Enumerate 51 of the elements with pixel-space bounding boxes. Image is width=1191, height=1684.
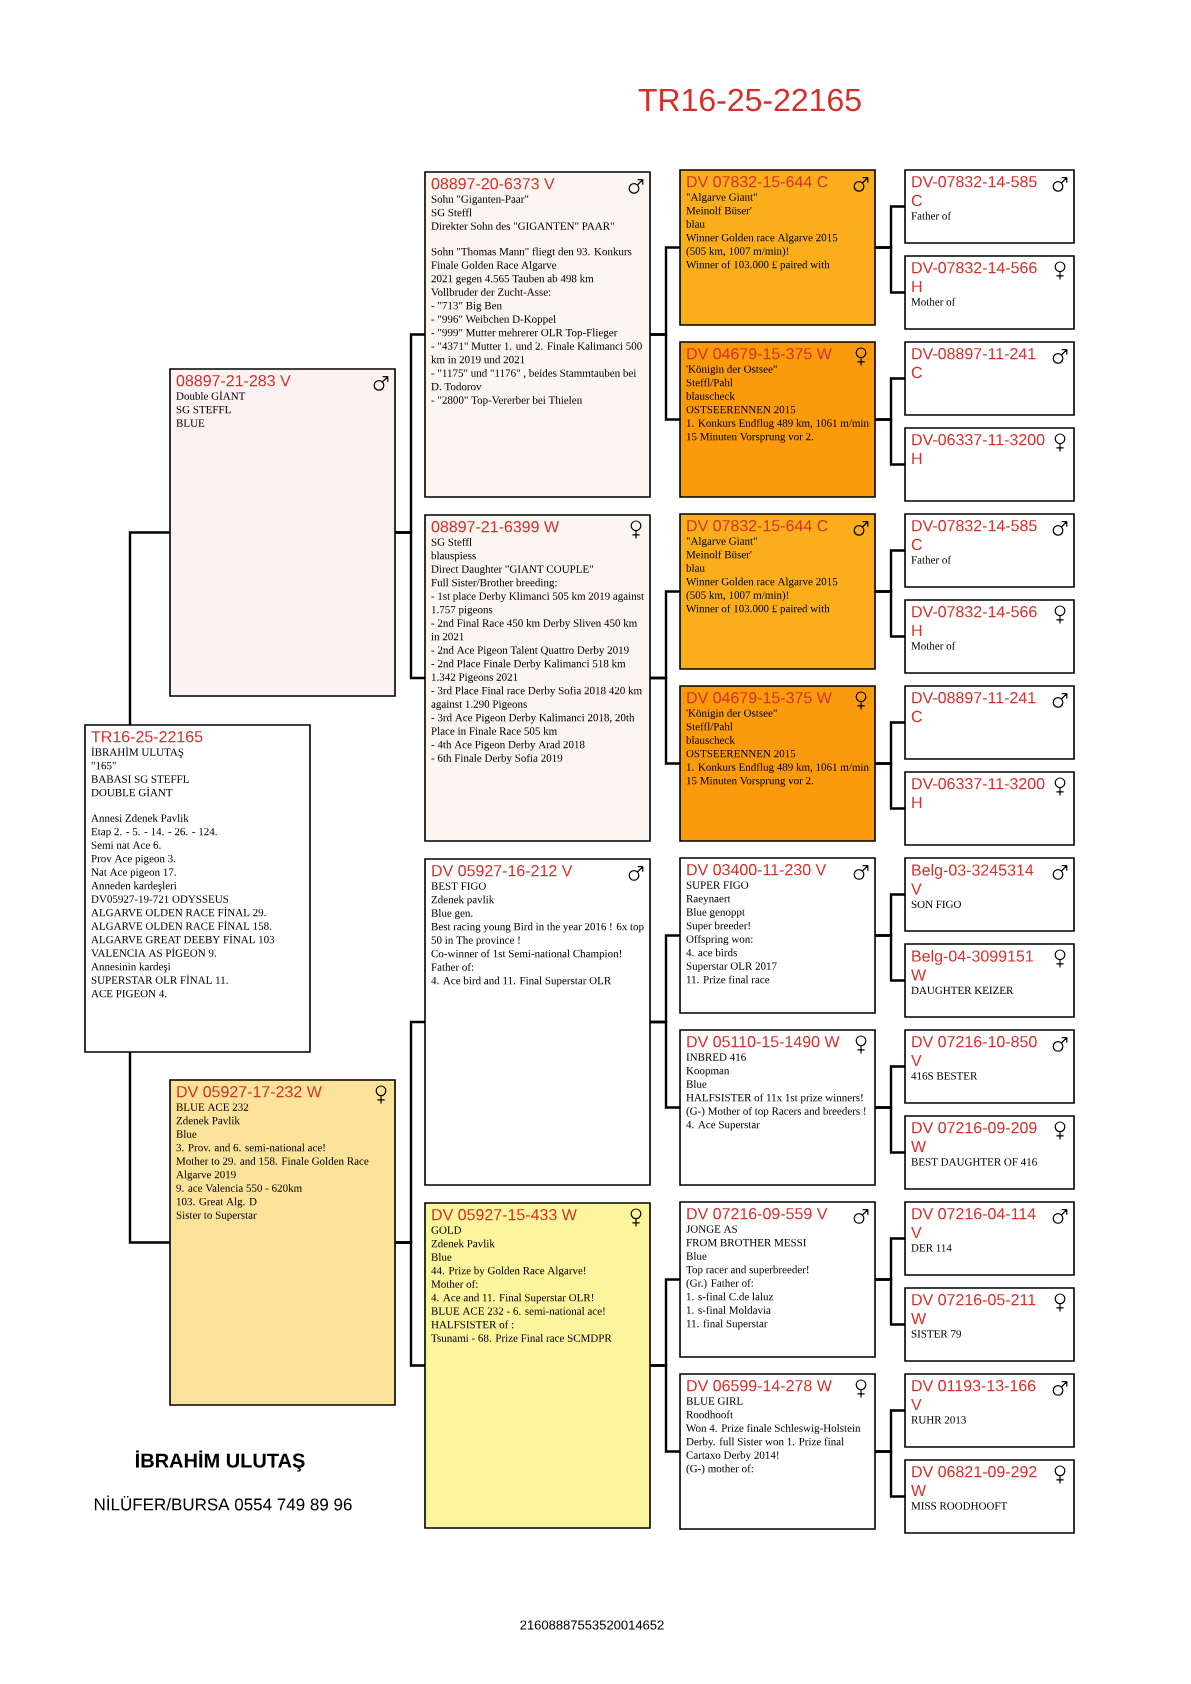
pedigree-box: DV 05110-15-1490 W INBRED 416 Koopman Blue HALFSISTER of 11x 1st prize winners! (G-) Mother of top Racers and breeders ! 4. Ace Superstar xyxy=(679,1029,876,1186)
pedigree-box: DV 05927-17-232 W BLUE ACE 232 Zdenek Pavlik Blue 3. Prov. and 6. semi-national ace! Mother to 29. and 158. Finale Golden Race Algarve 2019 9. ace Valencia 550 - 620km 103. Great Alg. D Sister to Superstar xyxy=(169,1079,396,1406)
connector-line xyxy=(395,1241,425,1367)
pedigree-box: DV 07216-10-850 V 416S BESTER xyxy=(904,1029,1075,1104)
pedigree-box: DV-07832-14-566 H Mother of xyxy=(904,599,1075,674)
connector-line xyxy=(875,1450,905,1498)
pedigree-box: DV-07832-14-585 C Father of xyxy=(904,169,1075,244)
pedigree-box: DV 04679-15-375 W 'Königin der Ostsee" Steffl/Pahl blauscheck OSTSEERENNEN 2015 1. Konkurs Endflug 489 km, 1061 m/min 15 Minuten Vorsprung vor 2. xyxy=(679,685,876,842)
connector-line xyxy=(875,762,905,810)
pedigree-box: DV-06337-11-3200 H xyxy=(904,771,1075,846)
connector-line xyxy=(875,418,905,466)
barcode-number: 21608887553520014652 xyxy=(520,1620,664,1630)
connector-line xyxy=(875,1278,905,1326)
pedigree-box: DV-08897-11-241 C xyxy=(904,341,1075,416)
pedigree-box: DV 07216-04-114 V DER 114 xyxy=(904,1201,1075,1276)
pedigree-box: Belg-03-3245314 V SON FIGO xyxy=(904,857,1075,932)
pedigree-box: DV 07832-15-644 C "Algarve Giant" Meinolf Büser' blau Winner Golden race Algarve 2015 (505 km, 1007 m/min)! Winner of 103.000 £ paired with xyxy=(679,513,876,670)
pedigree-box: TR16-25-22165 İBRAHİM ULUTAŞ "165" BABASI SG STEFFL DOUBLE GİANT Annesi Zdenek Pavlik Etap 2. - 5. - 14. - 26. - 124. Semi nat Ace 6. Prov Ace pigeon 3. Nat Ace pigeon 17. Anneden kardeşleri DV05927-19-721 ODYSSEUS ALGARVE OLDEN RACE FİNAL 29. ALGARVE OLDEN RACE FİNAL 158. ALGARVE GREAT DEEBY FİNAL 103 VALENCIA AS PİGEON 9. Annesinin kardeşi SUPERSTAR OLR FİNAL 11. ACE PIGEON 4. xyxy=(84,724,311,1053)
owner-name: İBRAHİM ULUTAŞ xyxy=(136,1450,305,1472)
pedigree-box: DV-08897-11-241 C xyxy=(904,685,1075,760)
connector-line xyxy=(875,1106,905,1154)
pedigree-box: DV 05927-15-433 W GOLD Zdenek Pavlik Blue 44. Prize by Golden Race Algarve! Mother of: 4. Ace and 11. Final Superstar OLR! BLUE ACE 232 - 6. semi-national ace! HALFSISTER of : Tsunami - 68. Prize Final race SCMDPR xyxy=(424,1202,651,1529)
pedigree-box: DV 04679-15-375 W 'Königin der Ostsee" Steffl/Pahl blauscheck OSTSEERENNEN 2015 1. Konkurs Endflug 489 km, 1061 m/min 15 Minuten Vorsprung vor 2. xyxy=(679,341,876,498)
pedigree-box: 08897-21-283 V Double GİANT SG STEFFL BLUE xyxy=(169,368,396,697)
pedigree-box: DV 07216-09-559 V JONGE AS FROM BROTHER MESSI Blue Top racer and superbreeder! (Gr.) Father of: 1. s-final C.de laluz 1. s-final Moldavia 11. final Superstar xyxy=(679,1201,876,1358)
pedigree-box: DV-07832-14-566 H Mother of xyxy=(904,255,1075,330)
connector-line xyxy=(128,531,170,725)
pedigree-box: DV 05927-16-212 V BEST FIGO Zdenek pavlik Blue gen. Best racing young Bird in the year 2016 ! 6x top 50 in The province ! Co-winner of 1st Semi-national Champion! Father of: 4. Ace bird and 11. Final Superstar OLR xyxy=(424,858,651,1186)
connector-line xyxy=(128,1052,170,1244)
connector-line xyxy=(875,934,905,982)
pedigree-box: 08897-20-6373 V Sohn "Giganten-Paar" SG Steffl Direkter Sohn des "GIGANTEN" PAAR" Sohn "Thomas Mann" fliegt den 93. Konkurs Finale Golden Race Algarve 2021 gegen 4.565 Tauben ab 498 km Vollbruder der Zucht-Asse: - "713" Big Ben - "996" Weibchen D-Koppel - "999" Mutter mehrerer OLR Top-Flieger - "4371" Mutter 1. und 2. Finale Kalimanci 500 km in 2019 und 2021 - "1175" und "1176" , beides Stammtauben bei D. Todorov - "2800" Top-Vererber bei Thielen xyxy=(424,171,651,498)
connector-line xyxy=(875,246,905,294)
pedigree-box: DV 06821-09-292 W MISS ROODHOOFT xyxy=(904,1459,1075,1534)
pedigree-box: DV-06337-11-3200 H xyxy=(904,427,1075,502)
connector-line xyxy=(650,676,680,765)
connector-line xyxy=(650,333,680,421)
connector-line xyxy=(650,1364,680,1453)
contact-line: NİLÜFER/BURSA 0554 749 89 96 xyxy=(94,1495,352,1511)
pedigree-box: DV 06599-14-278 W BLUE GIRL Roodhooft Won 4. Prize finale Schleswig-Holstein Derby. full Sister won 1. Prize final Cartaxo Derby 2014! (G-) mother of: xyxy=(679,1373,876,1530)
connector-line xyxy=(650,1020,680,1109)
pedigree-box: DV 07832-15-644 C "Algarve Giant" Meinolf Büser' blau Winner Golden race Algarve 2015 (505 km, 1007 m/min)! Winner of 103.000 £ paired with xyxy=(679,169,876,326)
pedigree-box: 08897-21-6399 W SG Steffl blauspiess Direct Daughter "GIANT COUPLE" Full Sister/Brother breeding: - 1st place Derby Klimanci 505 km 2019 against 1.757 pigeons - 2nd Final Race 450 km Derby Sliven 450 km in 2021 - 2nd Ace Pigeon Talent Quattro Derby 2019 - 2nd Place Finale Derby Kalimanci 518 km 1.342 Pigeons 2021 - 3rd Place Final race Derby Sofia 2018 420 km against 1.290 Pigeons - 3rd Ace Pigeon Derby Kalimanci 2018, 20th Place in Finale Race 505 km - 4th Ace Pigeon Derby Arad 2018 - 6th Finale Derby Sofia 2019 xyxy=(424,514,651,842)
pedigree-box: DV 01193-13-166 V RUHR 2013 xyxy=(904,1373,1075,1448)
connector-line xyxy=(875,590,905,638)
pedigree-box: DV 07216-09-209 W BEST DAUGHTER OF 416 xyxy=(904,1115,1075,1190)
title: TR16-25-22165 xyxy=(638,88,861,112)
pedigree-box: Belg-04-3099151 W DAUGHTER KEIZER xyxy=(904,943,1075,1018)
pedigree-box: DV-07832-14-585 C Father of xyxy=(904,513,1075,588)
connector-line xyxy=(395,531,425,680)
pedigree-box: DV 07216-05-211 W SISTER 79 xyxy=(904,1287,1075,1362)
pedigree-box: DV 03400-11-230 V SUPER FIGO Raeynaert Blue genoppt Super breeder! Offspring won: 4. ace birds Superstar OLR 2017 11. Prize final race xyxy=(679,857,876,1014)
